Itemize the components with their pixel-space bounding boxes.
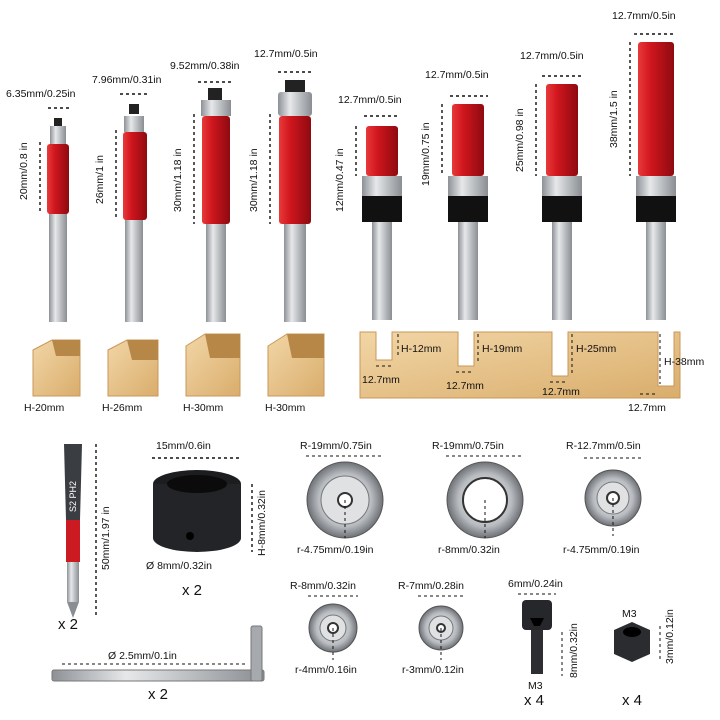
router-bit-6	[448, 104, 488, 320]
bit-7-height: 25mm/0.98 in	[514, 108, 526, 172]
screwdriver-qty: x 2	[58, 616, 79, 633]
bearing-4-outer: R-8mm/0.32in	[290, 580, 356, 592]
hex-key	[51, 625, 265, 682]
wood-cube-4	[267, 333, 325, 397]
wood-cube-3	[185, 333, 241, 397]
groove-4-height: H-38mm	[664, 356, 705, 368]
bearing-2	[446, 455, 524, 539]
router-bit-2	[123, 104, 147, 322]
bit-8-diameter: 12.7mm/0.5in	[612, 10, 676, 22]
bit-dimension-lines	[39, 33, 676, 224]
collar-height: H-8mm/0.32in	[256, 490, 268, 556]
bearing-4	[308, 595, 358, 660]
cube-1-label: H-20mm	[24, 402, 65, 414]
groove-1-height: H-12mm	[401, 343, 442, 355]
bearing-5	[418, 595, 464, 660]
screwdriver-engraving: S2 PH2	[68, 480, 78, 512]
groove-1-width: 12.7mm	[362, 374, 400, 386]
screw-thread: M3	[528, 680, 543, 692]
cube-4-label: H-30mm	[265, 402, 306, 414]
screw-qty: x 4	[524, 692, 545, 709]
router-bit-1	[47, 118, 69, 322]
screwdriver-bit	[64, 444, 97, 618]
nut-qty: x 4	[622, 692, 643, 709]
bearing-2-outer: R-19mm/0.75in	[432, 440, 504, 452]
wood-cube-1	[32, 339, 81, 397]
bit-4-diameter: 12.7mm/0.5in	[254, 48, 318, 60]
router-bit-7	[542, 84, 582, 320]
groove-2-width: 12.7mm	[446, 380, 484, 392]
bit-5-diameter: 12.7mm/0.5in	[338, 94, 402, 106]
bit-1-height: 20mm/0.8 in	[18, 142, 30, 200]
collar	[152, 457, 253, 552]
bit-3-diameter: 9.52mm/0.38in	[170, 60, 240, 72]
bit-5-height: 12mm/0.47 in	[334, 148, 346, 212]
bearing-5-inner: r-3mm/0.12in	[402, 664, 464, 676]
bit-7-diameter: 12.7mm/0.5in	[520, 50, 584, 62]
groove-board	[359, 331, 681, 399]
hex-nut	[614, 622, 661, 662]
cube-2-label: H-26mm	[102, 402, 143, 414]
bit-2-diameter: 7.96mm/0.31in	[92, 74, 162, 86]
hex-key-qty: x 2	[148, 686, 169, 703]
nut-thread: M3	[622, 608, 637, 620]
bearing-3-inner: r-4.75mm/0.19in	[563, 544, 640, 556]
screwdriver-length: 50mm/1.97 in	[100, 506, 112, 570]
bearing-1-outer: R-19mm/0.75in	[300, 440, 372, 452]
bearing-3	[584, 457, 642, 536]
groove-3-height: H-25mm	[576, 343, 617, 355]
collar-qty: x 2	[182, 582, 203, 599]
bearing-2-inner: r-8mm/0.32in	[438, 544, 500, 556]
groove-2-height: H-19mm	[482, 343, 523, 355]
groove-4-width: 12.7mm	[628, 402, 666, 414]
router-bit-5	[362, 126, 402, 320]
bit-2-height: 26mm/1 in	[94, 154, 106, 204]
bit-6-diameter: 12.7mm/0.5in	[425, 69, 489, 81]
bearing-1	[306, 455, 384, 539]
screw-head: 6mm/0.24in	[508, 578, 563, 590]
bearing-4-inner: r-4mm/0.16in	[295, 664, 357, 676]
router-bit-8	[636, 42, 676, 320]
router-bit-3	[201, 88, 231, 322]
bit-8-height: 38mm/1.5 in	[608, 90, 620, 148]
bit-1-diameter: 6.35mm/0.25in	[6, 88, 76, 100]
bit-3-height: 30mm/1.18 in	[172, 148, 184, 212]
bearing-3-outer: R-12.7mm/0.5in	[566, 440, 641, 452]
cube-3-label: H-30mm	[183, 402, 224, 414]
screw-length: 8mm/0.32in	[568, 623, 580, 678]
screw	[518, 593, 563, 676]
collar-hole: Ø 8mm/0.32in	[146, 560, 212, 572]
bit-4-height: 30mm/1.18 in	[248, 148, 260, 212]
bearing-5-outer: R-7mm/0.28in	[398, 580, 464, 592]
groove-3-width: 12.7mm	[542, 386, 580, 398]
nut-height: 3mm/0.12in	[664, 609, 676, 664]
bit-6-height: 19mm/0.75 in	[420, 122, 432, 186]
collar-outer: 15mm/0.6in	[156, 440, 211, 452]
wood-cube-2	[107, 339, 159, 397]
hex-key-size: Ø 2.5mm/0.1in	[108, 650, 177, 662]
router-bit-4	[278, 80, 312, 322]
bearing-1-inner: r-4.75mm/0.19in	[297, 544, 374, 556]
